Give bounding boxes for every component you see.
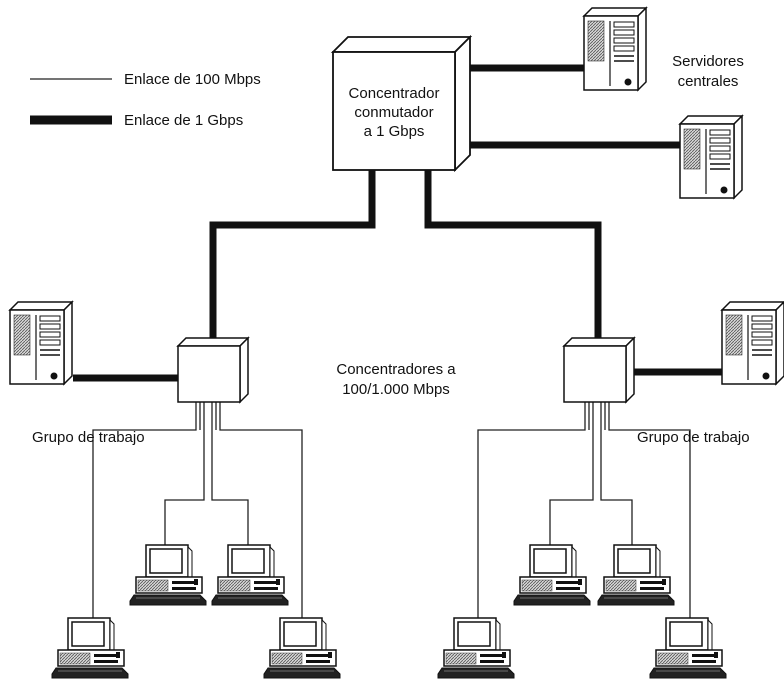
right-workgroup-server bbox=[722, 302, 784, 384]
core-switch: Concentrador conmutador a 1 Gbps bbox=[333, 37, 470, 170]
left-hub bbox=[178, 338, 248, 402]
server-icon bbox=[10, 302, 72, 384]
central-server-2 bbox=[680, 116, 742, 198]
workstation-left-4 bbox=[264, 618, 340, 678]
core-switch-line3: a 1 Gbps bbox=[364, 123, 425, 140]
legend-thin-label: Enlace de 100 Mbps bbox=[124, 71, 261, 88]
workstation-icon bbox=[438, 618, 514, 678]
workstation-icon bbox=[130, 545, 206, 605]
switch-icon bbox=[564, 338, 634, 402]
legend: Enlace de 100 Mbps Enlace de 1 Gbps bbox=[30, 71, 261, 129]
workstation-icon bbox=[598, 545, 674, 605]
core-switch-line2: conmutador bbox=[354, 104, 433, 121]
hubs-label-line2: 100/1.000 Mbps bbox=[342, 381, 450, 398]
workstation-icon bbox=[212, 545, 288, 605]
workstation-icon bbox=[264, 618, 340, 678]
servers-label-line2: centrales bbox=[678, 73, 739, 90]
right-workgroup-label: Grupo de trabajo bbox=[637, 429, 750, 446]
right-hub bbox=[564, 338, 634, 402]
link-core-right-hub bbox=[428, 168, 598, 342]
central-server-1 bbox=[584, 8, 646, 90]
left-workgroup-server bbox=[10, 302, 72, 384]
left-workgroup-label: Grupo de trabajo bbox=[32, 429, 145, 446]
servers-label-line1: Servidores bbox=[672, 53, 744, 70]
core-switch-line1: Concentrador bbox=[349, 85, 440, 102]
workstation-right-1 bbox=[514, 545, 590, 605]
server-icon bbox=[584, 8, 646, 90]
workstation-right-2 bbox=[598, 545, 674, 605]
hubs-label-line1: Concentradores a bbox=[336, 361, 456, 378]
workstation-right-3 bbox=[438, 618, 514, 678]
server-icon bbox=[680, 116, 742, 198]
workstation-icon bbox=[650, 618, 726, 678]
server-icon bbox=[722, 302, 784, 384]
link-core-left-hub bbox=[213, 168, 372, 342]
workstation-right-4 bbox=[650, 618, 726, 678]
workstation-icon bbox=[514, 545, 590, 605]
workstation-left-3 bbox=[52, 618, 128, 678]
legend-thick-label: Enlace de 1 Gbps bbox=[124, 112, 243, 129]
workstation-left-1 bbox=[130, 545, 206, 605]
workstation-icon bbox=[52, 618, 128, 678]
switch-icon bbox=[178, 338, 248, 402]
workstation-left-2 bbox=[212, 545, 288, 605]
